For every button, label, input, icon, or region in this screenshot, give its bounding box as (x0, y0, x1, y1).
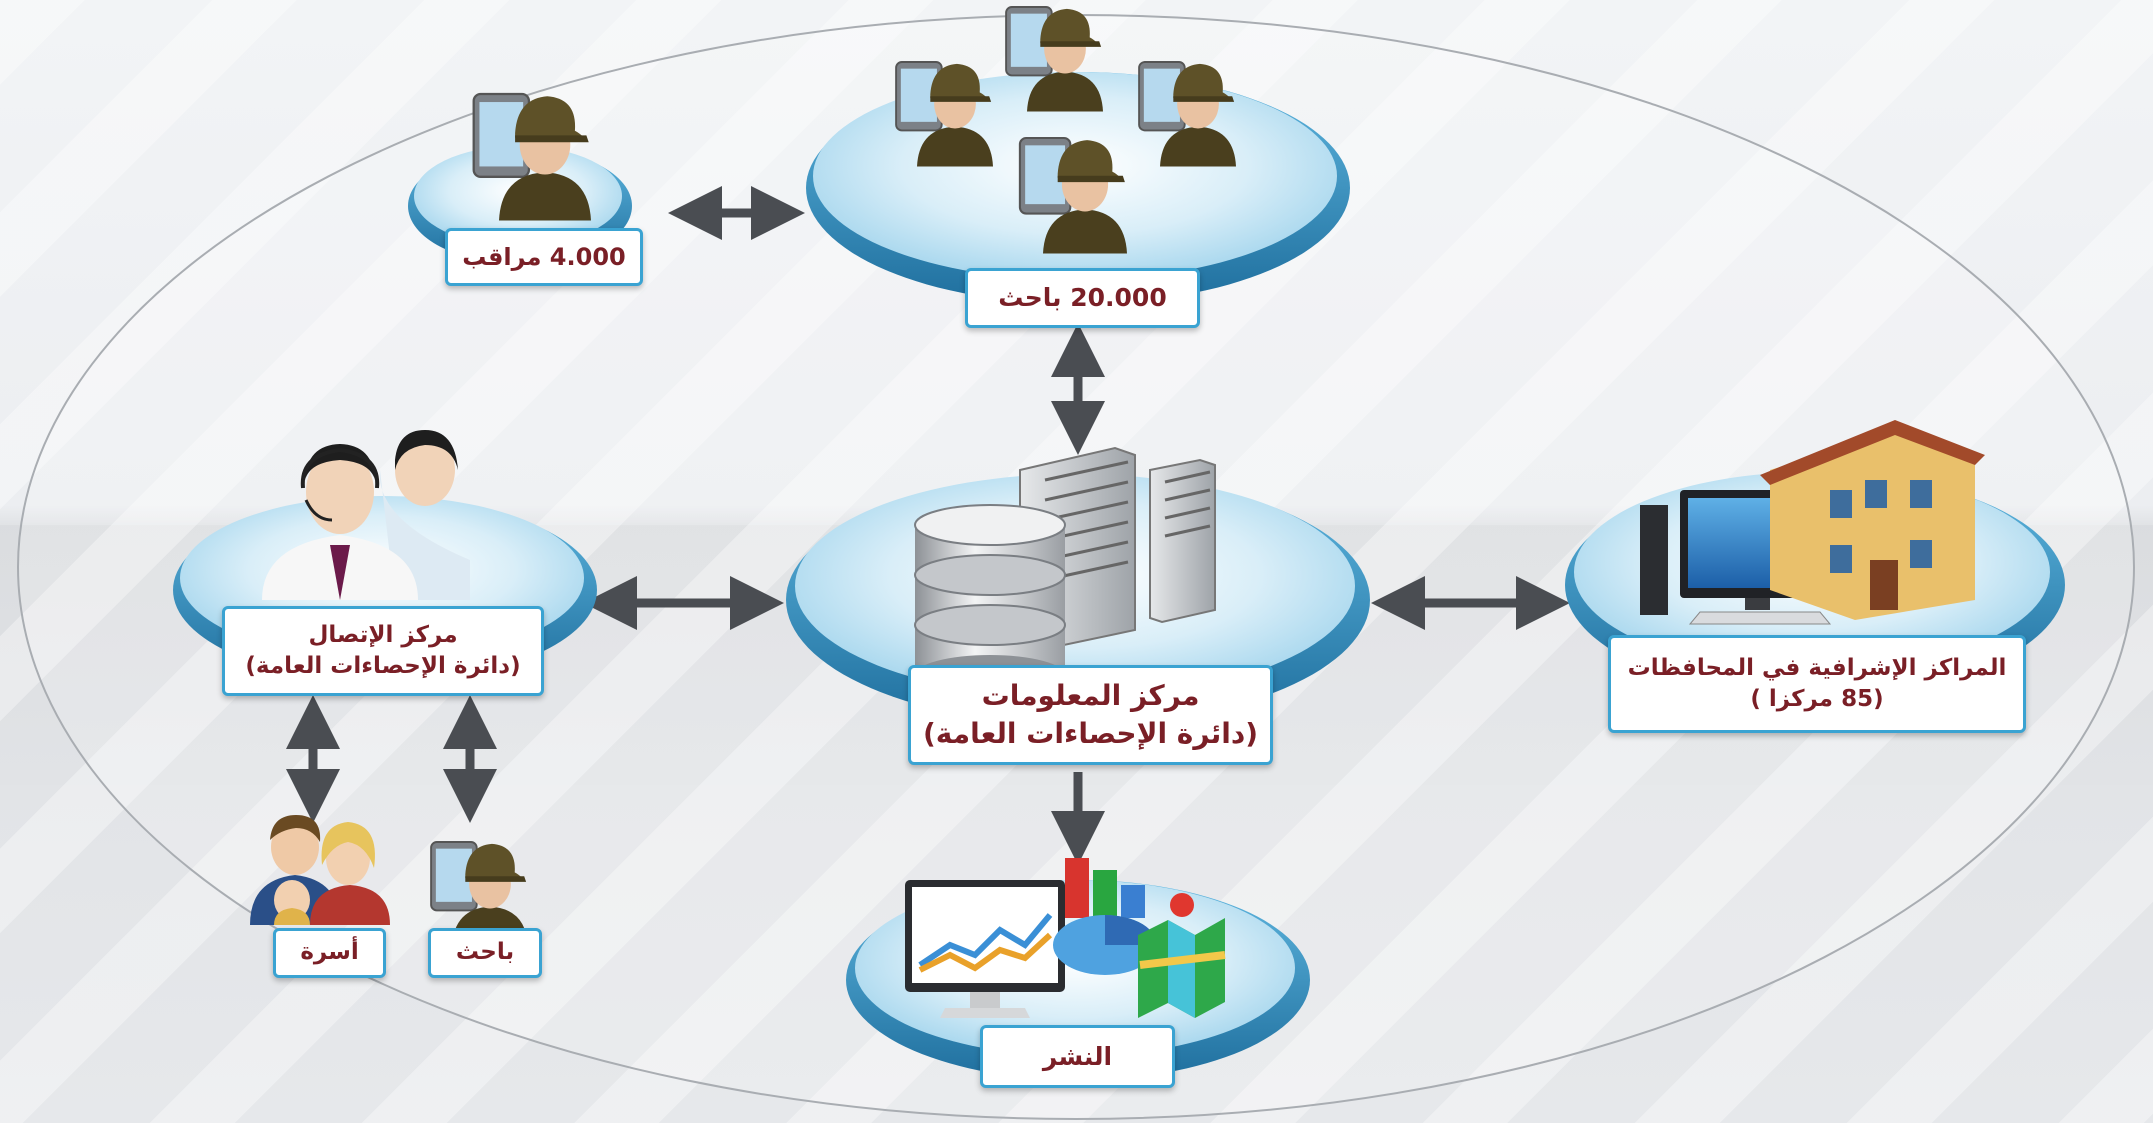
contact-center-subtitle: (دائرة الإحصاءات العامة) (245, 653, 521, 679)
observers-label: 4.000 مراقب (462, 242, 626, 271)
family-icon (250, 815, 390, 925)
contact-center-title: مركز الإتصال (308, 621, 458, 648)
label-supervisory-centers: المراكز الإشرافية في المحافظات (85 مركزا… (1608, 635, 2026, 733)
researcher-label: باحث (455, 939, 515, 966)
publishing-label: النشر (1042, 1041, 1113, 1071)
map-icon (1138, 893, 1226, 1018)
chart-icon (905, 858, 1157, 1018)
label-observers: 4.000 مراقب (445, 228, 643, 286)
supervisory-centers-subtitle: (85 مركزا ) (1750, 686, 1884, 712)
house-icon (1760, 420, 1985, 620)
label-info-center: مركز المعلومات (دائرة الإحصاءات العامة) (908, 665, 1273, 765)
label-contact-center: مركز الإتصال (دائرة الإحصاءات العامة) (222, 606, 544, 696)
researchers-label: 20.000 باحث (998, 283, 1167, 313)
connector-arrows (286, 186, 1570, 865)
label-publishing: النشر (980, 1025, 1175, 1088)
info-center-title: مركز المعلومات (981, 679, 1200, 713)
headset-icon (262, 430, 470, 600)
family-label: أسرة (300, 939, 359, 966)
label-researchers: 20.000 باحث (965, 268, 1200, 328)
label-researcher: باحث (428, 928, 542, 978)
info-center-subtitle: (دائرة الإحصاءات العامة) (922, 717, 1259, 750)
label-family: أسرة (273, 928, 386, 978)
supervisory-centers-title: المراكز الإشرافية في المحافظات (1627, 654, 2007, 681)
